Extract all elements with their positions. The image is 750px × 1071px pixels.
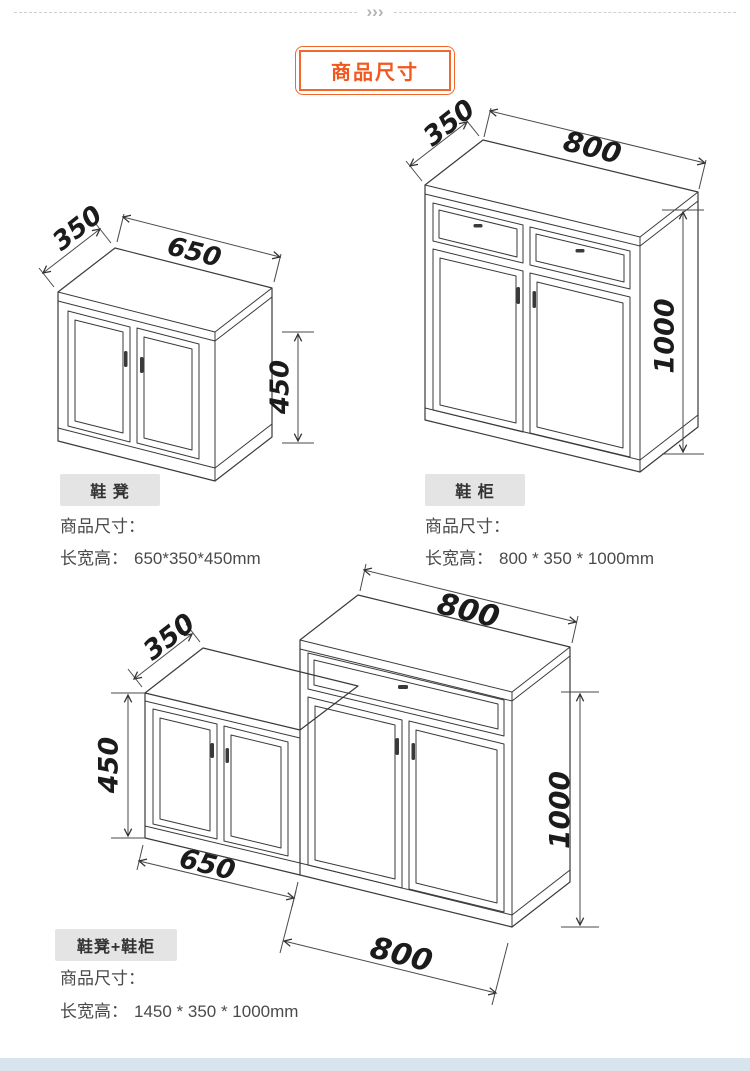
combo-cabinet-drawing — [299, 594, 571, 928]
section-title-badge: 商品尺寸 — [295, 46, 455, 95]
bench-height-dim: 450 — [266, 360, 296, 415]
combo-size-label: 长宽高： — [60, 1002, 128, 1021]
cabinet-width-dim: 800 — [560, 124, 625, 170]
combo-width-bench-dim: 650 — [176, 843, 238, 887]
bench-size-line: 长宽高： 650*350*450mm — [60, 544, 261, 569]
combo-width-bottom-dim: 800 — [367, 930, 436, 979]
combo-height-right-dim: 1000 — [543, 771, 576, 849]
divider-line-right — [393, 11, 737, 13]
cabinet-label-badge: 鞋 柜 — [425, 474, 525, 506]
combo-depth-dim: 350 — [138, 608, 202, 667]
combo-width-top-dim: 800 — [434, 586, 503, 635]
bench-label-badge: 鞋 凳 — [60, 474, 160, 506]
combo-drawer-handle — [398, 685, 408, 689]
bench-right-door-handle — [140, 357, 144, 373]
combo-bench-right-door-handle — [225, 748, 229, 763]
bench-width-dim: 650 — [164, 231, 224, 273]
combo-cabinet-left-door-handle — [395, 738, 399, 755]
bench-diagram: 350 650 450 — [38, 200, 314, 482]
combo-cabinet-right-door-handle — [411, 743, 415, 760]
section-title: 商品尺寸 — [299, 50, 451, 91]
bench-left-door-handle — [124, 351, 128, 367]
bench-dimension-lines — [38, 213, 314, 444]
cabinet-dimension-lines — [405, 107, 707, 455]
combo-height-left-dim: 450 — [94, 737, 125, 794]
cabinet-size-label: 长宽高： — [425, 549, 493, 568]
bench-size-title: 商品尺寸： — [60, 517, 145, 536]
footer-bar — [0, 1058, 750, 1071]
cabinet-left-door-handle — [516, 287, 520, 304]
cabinet-right-drawer-handle — [575, 249, 585, 253]
combo-size-title: 商品尺寸： — [60, 969, 145, 988]
bench-size-label: 长宽高： — [60, 549, 128, 568]
combo-size-line: 长宽高： 1450 * 350 * 1000mm — [60, 997, 298, 1022]
cabinet-right-door-handle — [532, 291, 536, 308]
cabinet-left-drawer-handle — [473, 224, 483, 228]
cabinet-diagram: 350 800 1000 — [405, 98, 707, 473]
combo-diagram: 350 800 450 1000 650 800 — [94, 563, 599, 1006]
cabinet-size-line: 长宽高： 800 * 350 * 1000mm — [425, 544, 654, 569]
bench-size-value: 650*350*450mm — [134, 549, 261, 568]
cabinet-size-value: 800 * 350 * 1000mm — [499, 549, 654, 568]
cabinet-depth-dim: 350 — [418, 98, 482, 153]
combo-size-value: 1450 * 350 * 1000mm — [134, 1002, 299, 1021]
top-divider: ››› — [0, 2, 750, 21]
cabinet-size-title: 商品尺寸： — [425, 517, 510, 536]
divider-line-left — [14, 11, 357, 13]
combo-bench-drawing — [144, 647, 359, 876]
cabinet-height-dim: 1000 — [650, 298, 681, 373]
bench-depth-dim: 350 — [47, 200, 108, 257]
combo-label-badge: 鞋凳+鞋柜 — [55, 929, 177, 961]
combo-dimension-lines — [111, 563, 599, 1006]
cabinet-drawing — [424, 139, 699, 473]
combo-bench-left-door-handle — [210, 743, 214, 758]
bench-cabinet-drawing — [57, 247, 273, 482]
chevrons-icon: ››› — [366, 2, 384, 21]
